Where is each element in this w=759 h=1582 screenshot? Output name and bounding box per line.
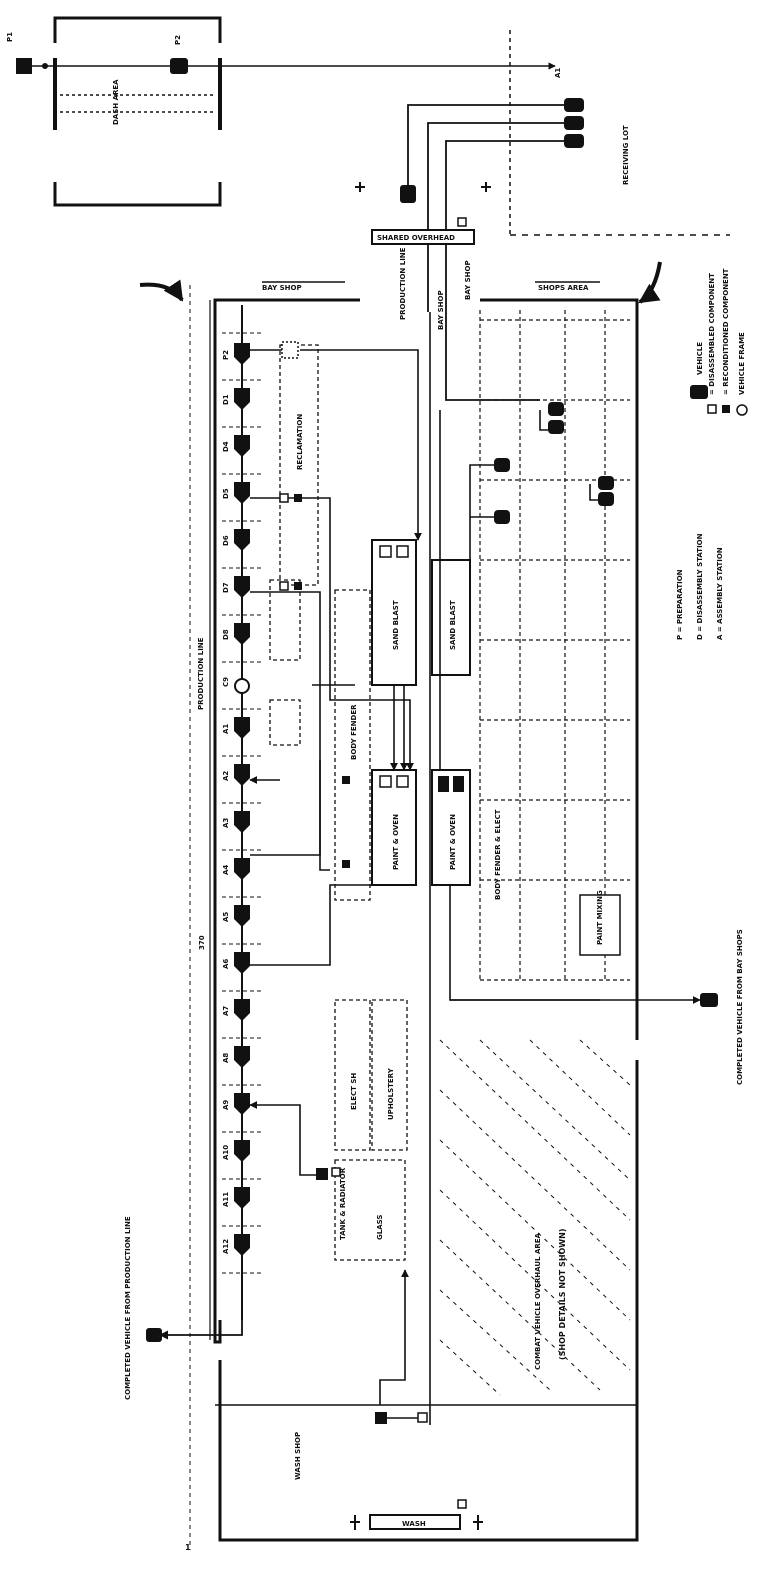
bay-shop-top-label: BAY SHOP: [437, 290, 445, 330]
receiving-lot-label: RECEIVING LOT: [622, 125, 630, 185]
svg-text:VEHICLE FRAME: VEHICLE FRAME: [738, 332, 746, 395]
svg-text:P = PREPARATION: P = PREPARATION: [676, 569, 684, 640]
reclamation-label: RECLAMATION: [296, 414, 304, 470]
glass-label: GLASS: [376, 1215, 384, 1240]
legend: P = PREPARATION D = DISASSEMBLY STATION …: [676, 268, 747, 640]
svg-text:D7: D7: [222, 582, 230, 593]
paint-mixing-label: PAINT MIXING: [596, 890, 604, 945]
elect-sh-label: ELECT SH: [350, 1073, 358, 1110]
body-fender-2-label: BODY FENDER & ELECT: [494, 809, 502, 900]
sand-blast-1-label: SAND BLAST: [392, 600, 400, 650]
dash-area-flow-line: [16, 58, 555, 74]
dash-area-dashed: [60, 95, 215, 112]
svg-text:A3: A3: [222, 818, 230, 828]
svg-text:A8: A8: [222, 1053, 230, 1063]
combat-area-label: COMBAT VEHICLE OVERHAUL AREA: [534, 1232, 542, 1370]
svg-text:A = ASSEMBLY STATION: A = ASSEMBLY STATION: [716, 547, 724, 640]
svg-text:D4: D4: [222, 441, 230, 452]
sand-blast-2-label: SAND BLAST: [449, 600, 457, 650]
incoming-routes: [408, 105, 564, 400]
svg-text:A10: A10: [222, 1145, 230, 1160]
paint-oven-2-label: PAINT & OVEN: [449, 814, 457, 870]
paint-oven-1-label: PAINT & OVEN: [392, 814, 400, 870]
svg-text:A9: A9: [222, 1100, 230, 1110]
svg-text:= DISASSEMBLED COMPONENT: = DISASSEMBLED COMPONENT: [708, 273, 716, 395]
vehicle-d1-top: [400, 185, 416, 203]
svg-text:A2: A2: [222, 771, 230, 781]
shops-area-label: SHOPS AREA: [538, 284, 589, 292]
component-markers: [280, 342, 350, 1180]
completed-from-production-label: COMPLETED VEHICLE FROM PRODUCTION LINE: [124, 1216, 132, 1400]
production-line-top-label: PRODUCTION LINE: [399, 247, 407, 320]
wash-shop-label: WASH SHOP: [294, 1432, 302, 1480]
wash-shop-items: [350, 1412, 483, 1530]
label-p1: P1: [6, 32, 14, 42]
bay-shop-sign: BAY SHOP: [262, 284, 302, 292]
vehicle-frame-c9: [235, 679, 249, 693]
svg-text:VEHICLE: VEHICLE: [696, 342, 704, 375]
completed-from-bay-label: COMPLETED VEHICLE FROM BAY SHOPS: [736, 929, 744, 1085]
svg-text:A11: A11: [222, 1192, 230, 1207]
tank-radiator-label: TANK & RADIATOR: [339, 1167, 347, 1240]
marker-1: 1: [185, 1543, 191, 1552]
svg-text:A12: A12: [222, 1239, 230, 1254]
svg-text:D8: D8: [222, 629, 230, 640]
svg-text:D5: D5: [222, 488, 230, 499]
production-line-side-label: PRODUCTION LINE: [197, 637, 205, 710]
corner-arrow-right: [640, 262, 660, 302]
dimension-370-label: 370: [198, 935, 206, 950]
production-line-exit: [160, 1320, 242, 1335]
svg-text:D = DISASSEMBLY STATION: D = DISASSEMBLY STATION: [696, 533, 704, 640]
body-fender-1-label: BODY FENDER: [350, 704, 358, 760]
svg-text:D1: D1: [222, 394, 230, 405]
bay-shop-routes: [470, 410, 598, 560]
shop-details-label: (SHOP DETAILS NOT SHOWN): [558, 1229, 567, 1361]
label-a1-top: A1: [554, 68, 562, 78]
svg-text:C9: C9: [222, 677, 230, 687]
svg-text:= RECONDITIONED COMPONENT: = RECONDITIONED COMPONENT: [722, 268, 730, 395]
svg-text:A7: A7: [222, 1006, 230, 1016]
svg-text:A1: A1: [222, 724, 230, 734]
svg-text:P2: P2: [222, 350, 230, 360]
svg-text:A5: A5: [222, 912, 230, 922]
wash-rack-label: WASH: [402, 1520, 426, 1528]
corner-arrow-left: [140, 285, 182, 300]
incoming-vehicles: [564, 98, 584, 148]
svg-text:A4: A4: [222, 865, 230, 875]
shared-overhead-label: SHARED OVERHEAD: [377, 234, 455, 242]
station-labels: P2 D1 D4 D5 D6 D7 D8 C9 A1 A2 A3 A4 A5 A…: [222, 350, 230, 1254]
svg-text:D6: D6: [222, 535, 230, 546]
label-p2-top: P2: [174, 35, 182, 45]
main-building-outline: [215, 300, 637, 1540]
dash-area-label: DASH AREA: [112, 79, 120, 125]
bay-shop-mid-label: BAY SHOP: [464, 260, 472, 300]
bay-shop-vehicles: [494, 402, 614, 524]
upholstery-label: UPHOLSTERY: [387, 1067, 395, 1120]
svg-text:A6: A6: [222, 959, 230, 969]
